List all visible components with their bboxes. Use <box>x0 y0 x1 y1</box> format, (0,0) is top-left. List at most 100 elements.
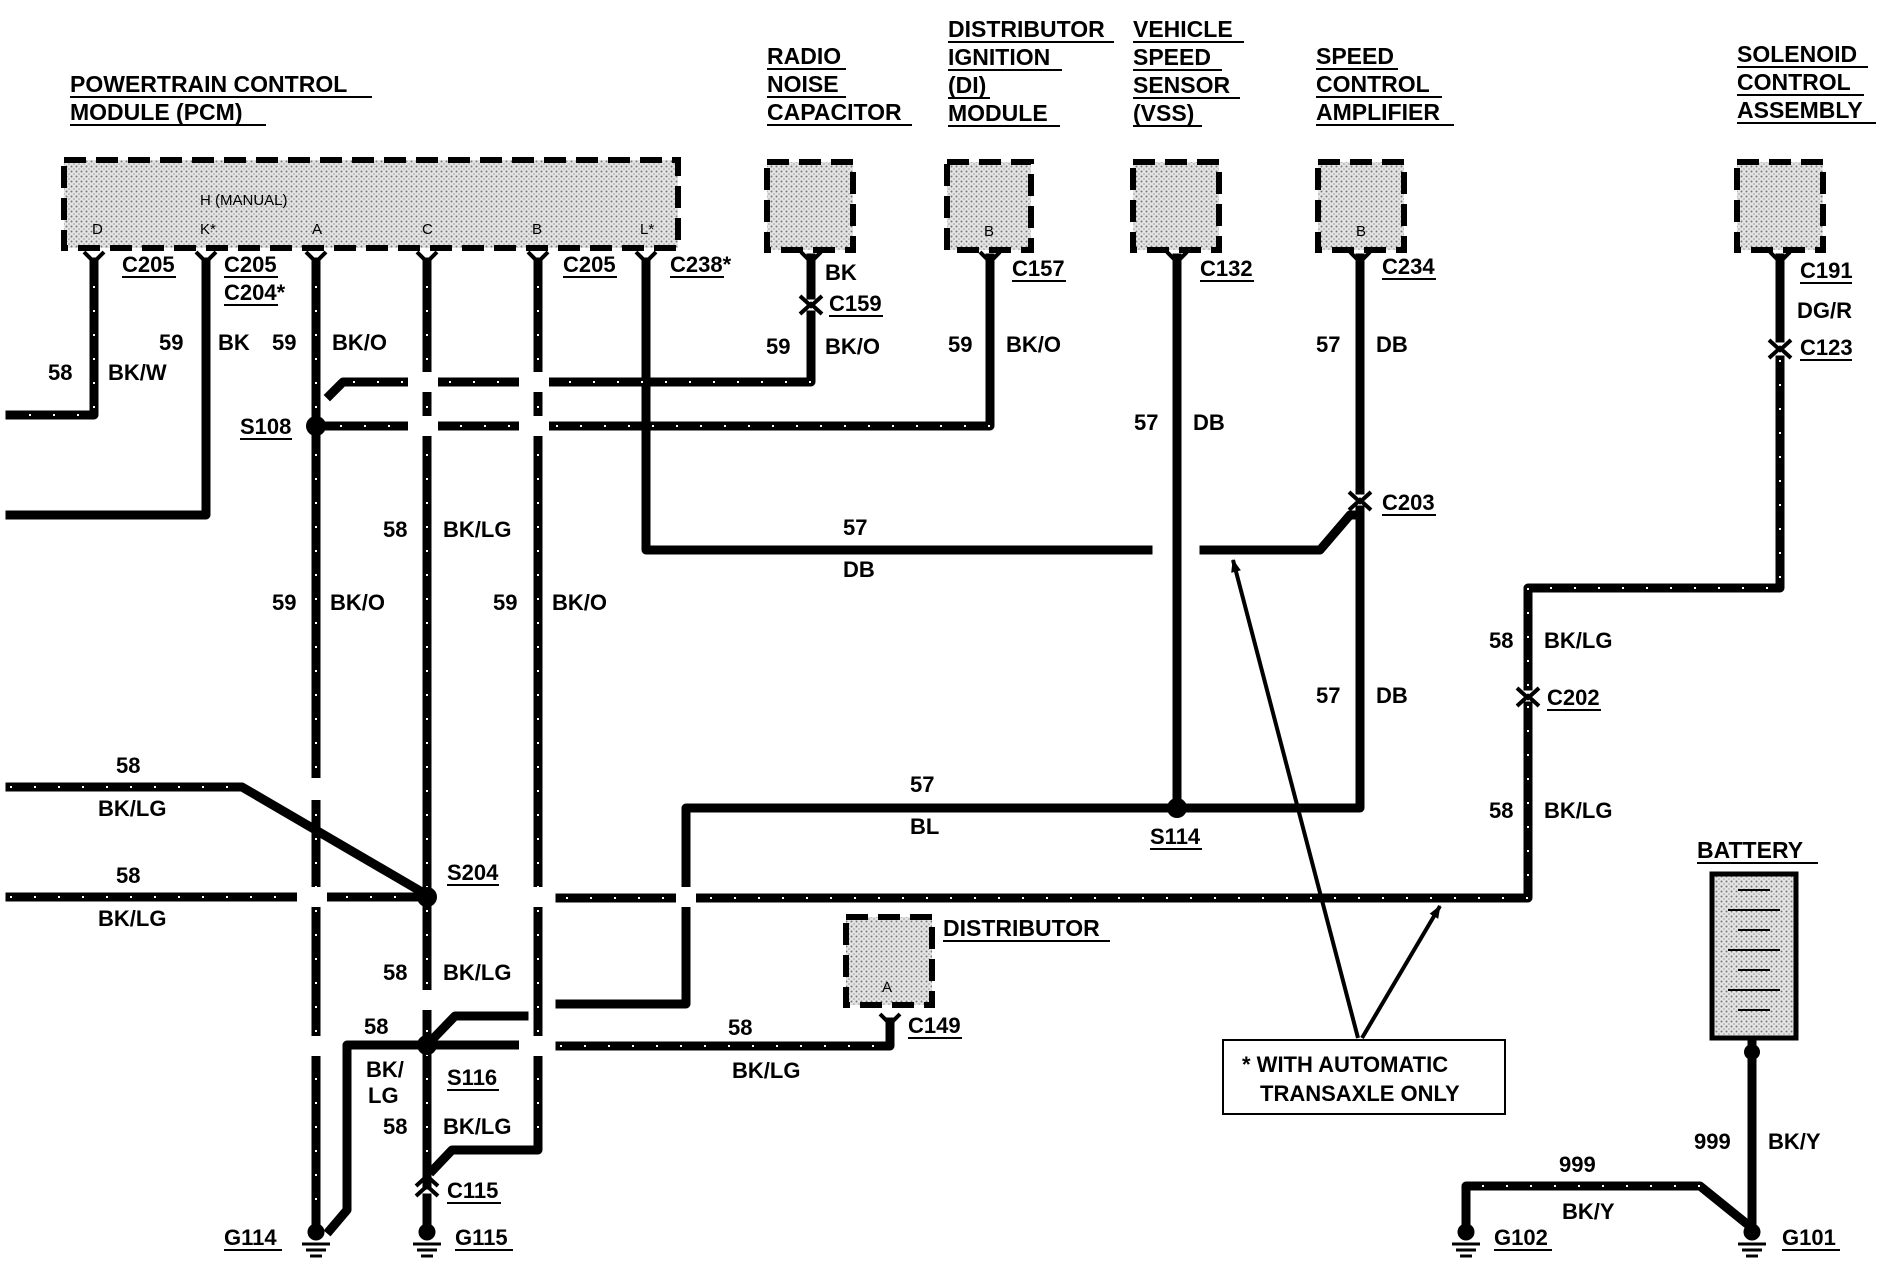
svg-text:BK/O: BK/O <box>552 590 607 615</box>
speed-amp-box: B <box>1315 159 1407 253</box>
svg-text:57: 57 <box>1134 410 1158 435</box>
radio-capacitor-title: RADIO NOISE CAPACITOR <box>767 43 902 125</box>
speed-amp-title: SPEED CONTROL AMPLIFIER <box>1316 43 1440 125</box>
svg-text:BK/Y: BK/Y <box>1562 1199 1615 1224</box>
wire-crossing-gaps <box>297 372 696 1056</box>
svg-text:SOLENOID: SOLENOID <box>1737 41 1857 67</box>
pcm-pin-c: C <box>422 221 433 238</box>
connector-c205-b: C205 <box>224 252 277 277</box>
svg-text:LG: LG <box>368 1083 399 1108</box>
svg-text:58: 58 <box>116 753 140 778</box>
automatic-transaxle-note: * WITH AUTOMATIC TRANSAXLE ONLY <box>1222 559 1506 1115</box>
svg-text:58: 58 <box>48 360 72 385</box>
connector-c204: C204* <box>224 280 286 305</box>
pcm-pin-k: K* <box>200 221 216 238</box>
svg-text:CONTROL: CONTROL <box>1737 69 1851 95</box>
svg-text:59: 59 <box>272 330 296 355</box>
svg-text:(VSS): (VSS) <box>1133 100 1194 126</box>
battery-title: BATTERY <box>1697 837 1803 863</box>
svg-text:58: 58 <box>728 1015 752 1040</box>
svg-text:999: 999 <box>1694 1129 1731 1154</box>
ground-g115: G115 <box>455 1225 508 1250</box>
ground-g114: G114 <box>224 1225 277 1250</box>
svg-text:DB: DB <box>1376 332 1408 357</box>
svg-text:DB: DB <box>843 557 875 582</box>
svg-text:58: 58 <box>364 1014 388 1039</box>
pcm-module: H (MANUAL) D K* A C B L* <box>61 157 681 251</box>
di-module-box: B <box>944 159 1034 253</box>
note-line-2: TRANSAXLE ONLY <box>1260 1081 1460 1106</box>
battery <box>1709 871 1799 1041</box>
svg-text:IGNITION: IGNITION <box>948 44 1050 70</box>
connector-c205-c: C205 <box>563 252 616 277</box>
pcm-pin-d: D <box>92 221 103 238</box>
connector-c115: C115 <box>447 1178 498 1203</box>
solenoid-title: SOLENOID CONTROL ASSEMBLY <box>1737 41 1863 123</box>
connector-c132: C132 <box>1200 256 1253 281</box>
splice-labels: S108 S204 S116 S114 <box>240 414 1201 1090</box>
svg-text:BK/LG: BK/LG <box>443 517 511 542</box>
splice-s116: S116 <box>447 1065 497 1090</box>
connector-c202: C202 <box>1547 685 1600 710</box>
svg-text:SENSOR: SENSOR <box>1133 72 1231 98</box>
pcm-pin-a: A <box>312 221 322 238</box>
ground-g102: G102 <box>1494 1225 1548 1250</box>
di-module-title: DISTRIBUTOR IGNITION (DI) MODULE <box>948 16 1105 126</box>
svg-text:58: 58 <box>1489 628 1513 653</box>
svg-text:BK/O: BK/O <box>332 330 387 355</box>
svg-text:SPEED: SPEED <box>1316 43 1394 69</box>
svg-text:POWERTRAIN CONTROL: POWERTRAIN CONTROL <box>70 71 347 97</box>
note-line-1: * WITH AUTOMATIC <box>1242 1052 1448 1077</box>
svg-text:AMPLIFIER: AMPLIFIER <box>1316 99 1440 125</box>
svg-text:BK/LG: BK/LG <box>1544 798 1612 823</box>
pcm-title: POWERTRAIN CONTROL MODULE (PCM) <box>70 71 347 125</box>
vss-title: VEHICLE SPEED SENSOR (VSS) <box>1133 16 1233 126</box>
connector-symbols <box>82 250 1793 1198</box>
svg-text:BK/LG: BK/LG <box>443 1114 511 1139</box>
svg-text:DISTRIBUTOR: DISTRIBUTOR <box>948 16 1105 42</box>
svg-text:59: 59 <box>493 590 517 615</box>
svg-text:58: 58 <box>1489 798 1513 823</box>
ground-labels: G114 G115 G102 G101 <box>224 1225 1836 1250</box>
svg-text:BK/W: BK/W <box>108 360 167 385</box>
svg-text:DB: DB <box>1376 683 1408 708</box>
connector-c205-a: C205 <box>122 252 175 277</box>
svg-text:CAPACITOR: CAPACITOR <box>767 99 902 125</box>
splice-s108: S108 <box>240 414 291 439</box>
connector-c123: C123 <box>1800 335 1853 360</box>
svg-text:59: 59 <box>766 334 790 359</box>
svg-text:SPEED: SPEED <box>1133 44 1211 70</box>
svg-text:58: 58 <box>383 960 407 985</box>
vss-box <box>1130 159 1222 253</box>
svg-text:BK/O: BK/O <box>825 334 880 359</box>
svg-text:BK/LG: BK/LG <box>443 960 511 985</box>
svg-text:57: 57 <box>1316 683 1340 708</box>
svg-text:MODULE: MODULE <box>948 100 1048 126</box>
svg-text:59: 59 <box>272 590 296 615</box>
svg-text:BK/O: BK/O <box>330 590 385 615</box>
connector-c234: C234 <box>1382 254 1435 279</box>
svg-text:58: 58 <box>383 1114 407 1139</box>
svg-text:BK/: BK/ <box>366 1057 404 1082</box>
splice-s204: S204 <box>447 860 499 885</box>
distributor-pin-a: A <box>882 979 892 996</box>
svg-text:BK/LG: BK/LG <box>98 906 166 931</box>
svg-text:BK/LG: BK/LG <box>732 1058 800 1083</box>
pcm-pin-h: H (MANUAL) <box>200 192 288 209</box>
connector-c203: C203 <box>1382 490 1435 515</box>
svg-text:BL: BL <box>910 814 939 839</box>
di-pin-b: B <box>984 223 994 240</box>
pcm-pin-l: L* <box>640 221 654 238</box>
wires <box>5 253 1785 1237</box>
svg-text:NOISE: NOISE <box>767 71 839 97</box>
circuit-labels: 58 BK/W 59 BK 59 BK/O BK 59 BK/O 59 BK/O… <box>48 260 1852 1224</box>
svg-text:57: 57 <box>1316 332 1340 357</box>
svg-text:BK/Y: BK/Y <box>1768 1129 1821 1154</box>
svg-text:(DI): (DI) <box>948 72 986 98</box>
svg-text:BK/LG: BK/LG <box>1544 628 1612 653</box>
svg-text:DG/R: DG/R <box>1797 298 1852 323</box>
title-underlines <box>70 41 1876 942</box>
connector-label-underlines <box>122 276 1852 1204</box>
solenoid-box <box>1734 159 1826 253</box>
